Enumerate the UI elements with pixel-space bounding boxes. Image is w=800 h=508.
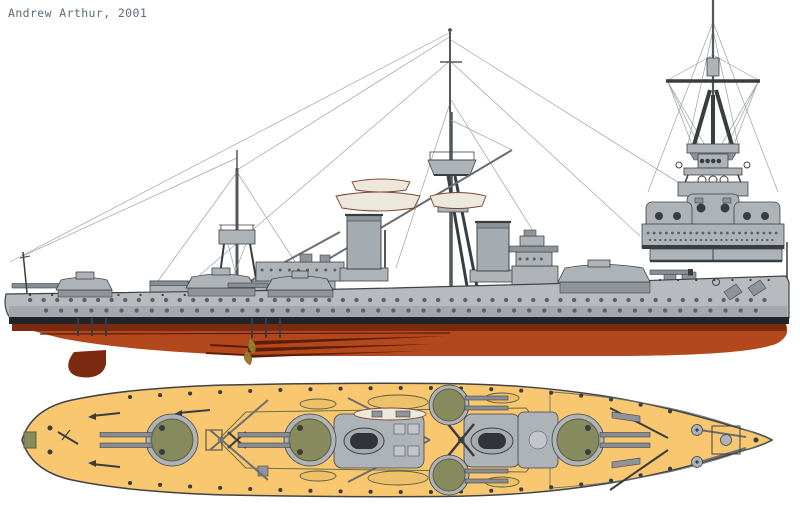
deck-edge-fittings bbox=[128, 385, 692, 419]
bow-rigging bbox=[647, 21, 779, 193]
artist-credit: Andrew Arthur, 2001 bbox=[8, 6, 148, 20]
lower-hull bbox=[12, 324, 788, 356]
plan-boats bbox=[299, 392, 520, 488]
plan-a-turret bbox=[551, 413, 651, 467]
plan-forecastle-fittings bbox=[609, 407, 759, 491]
tripod-leg bbox=[714, 89, 736, 153]
plan-y-turret bbox=[99, 413, 199, 467]
profile-hull bbox=[4, 275, 790, 319]
anchor-chain bbox=[699, 429, 747, 438]
waterline-stripe bbox=[9, 317, 789, 324]
net-boom-brackets bbox=[77, 318, 281, 338]
fore-funnel-opening bbox=[478, 433, 506, 449]
profile-boats bbox=[335, 178, 487, 212]
plan-funnels bbox=[343, 427, 514, 455]
net-boom bbox=[246, 351, 420, 358]
stern-anchor bbox=[57, 431, 79, 445]
bow-hull-front bbox=[641, 223, 785, 263]
plan-x-turret bbox=[237, 413, 337, 467]
windlass bbox=[711, 425, 741, 455]
boat-boom bbox=[91, 463, 121, 468]
aft-funnel bbox=[345, 213, 386, 270]
deck-edge-fittings bbox=[128, 461, 692, 495]
aft-funnel-base bbox=[339, 267, 389, 282]
bow-view bbox=[641, 0, 785, 263]
net-boom bbox=[248, 344, 436, 352]
spotting-top bbox=[427, 159, 477, 176]
rangefinder bbox=[523, 229, 537, 237]
aft-mast-platform bbox=[218, 229, 256, 245]
spotting-top-front bbox=[686, 143, 740, 154]
profile-funnels bbox=[345, 213, 511, 272]
plan-wing-turret-port bbox=[428, 384, 509, 426]
rudder bbox=[68, 350, 106, 378]
boat-boom bbox=[91, 412, 121, 417]
breakwater bbox=[609, 449, 669, 491]
stern-flagstaff bbox=[22, 251, 28, 294]
boot-topping bbox=[12, 324, 786, 331]
light-gun bbox=[319, 254, 331, 263]
compass-platform bbox=[683, 167, 743, 176]
wing-turret-profile bbox=[227, 270, 334, 298]
propellers bbox=[205, 337, 257, 366]
main-derrick-boom bbox=[309, 149, 513, 271]
bow-center-turret bbox=[686, 193, 740, 227]
forecastle-deck-line bbox=[551, 443, 763, 489]
profile-view bbox=[4, 28, 790, 378]
tripod-leg bbox=[690, 89, 712, 153]
profile-bow-stern-fittings bbox=[19, 242, 788, 301]
plan-view bbox=[21, 382, 774, 498]
anchor bbox=[723, 283, 743, 301]
fore-funnel-base bbox=[469, 269, 517, 283]
profile-turrets bbox=[11, 259, 693, 298]
plan-stern-fittings bbox=[23, 409, 269, 477]
anchor-chain bbox=[699, 447, 747, 463]
anchor-plan bbox=[611, 411, 641, 423]
net-boom bbox=[252, 336, 448, 345]
bridge-platform bbox=[507, 245, 559, 253]
y-turret bbox=[11, 271, 113, 298]
a-turret bbox=[557, 259, 693, 294]
boat-boom bbox=[177, 409, 211, 414]
fore-funnel bbox=[475, 220, 511, 272]
anchor-plan bbox=[611, 457, 641, 469]
profile-underwater-hull bbox=[9, 317, 789, 378]
chart-house bbox=[519, 235, 545, 247]
anchor bbox=[747, 279, 767, 297]
aft-funnel-opening bbox=[350, 433, 378, 449]
forecastle-deck-line bbox=[551, 391, 763, 437]
masthead-fitting bbox=[706, 57, 720, 77]
plan-wing-turret-starboard bbox=[428, 454, 509, 496]
light-gun bbox=[299, 253, 313, 263]
steam-pinnace bbox=[353, 407, 427, 421]
compass-platform-plan bbox=[528, 430, 548, 450]
